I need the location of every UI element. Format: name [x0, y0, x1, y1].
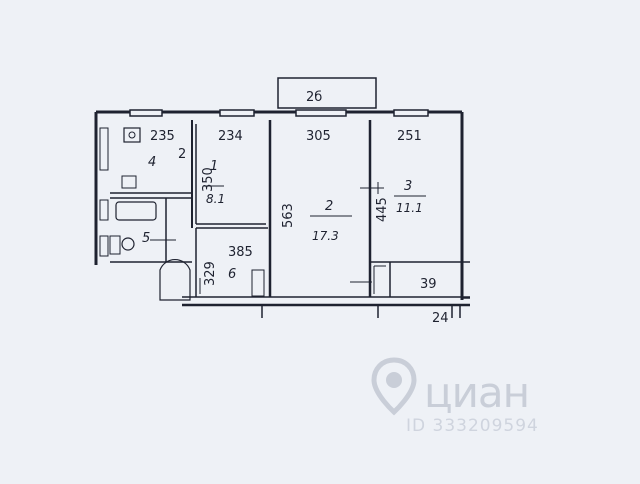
room4-depth-label: 2	[178, 147, 186, 162]
room3-width-label: 251	[397, 129, 422, 144]
balcony-width-label: 2б	[306, 90, 322, 105]
room-1-area: 8.1	[206, 192, 225, 206]
bottom-right-dim-label: 24	[432, 311, 449, 326]
corridor-width-label: 385	[228, 245, 253, 260]
walls	[94, 77, 470, 318]
closet-width-label: 39	[420, 277, 437, 292]
room-2-number: 2	[325, 199, 333, 214]
room3-depth-label: 445	[375, 197, 390, 222]
room1-depth-label: 350	[201, 167, 216, 192]
room-4-number: 4	[148, 155, 156, 170]
room-2-area: 17.3	[312, 229, 339, 243]
watermark-brand: циан	[424, 368, 530, 417]
room-6-number: 6	[228, 267, 236, 282]
corridor-depth-label: 329	[203, 261, 218, 286]
room-3-number: 3	[404, 179, 412, 194]
room-1-number: 1	[210, 159, 218, 174]
room2-width-label: 305	[306, 129, 331, 144]
location-pin-icon	[371, 357, 417, 416]
room-5-number: 5	[142, 231, 150, 246]
watermark-id: ID 333209594	[406, 416, 539, 436]
watermark: циан ID 333209594	[366, 352, 606, 442]
room2-depth-label: 563	[281, 203, 296, 228]
room1-width-label: 234	[218, 129, 243, 144]
room-3-area: 11.1	[396, 201, 423, 215]
balcony-outline	[277, 77, 377, 109]
room4-width-label: 235	[150, 129, 175, 144]
